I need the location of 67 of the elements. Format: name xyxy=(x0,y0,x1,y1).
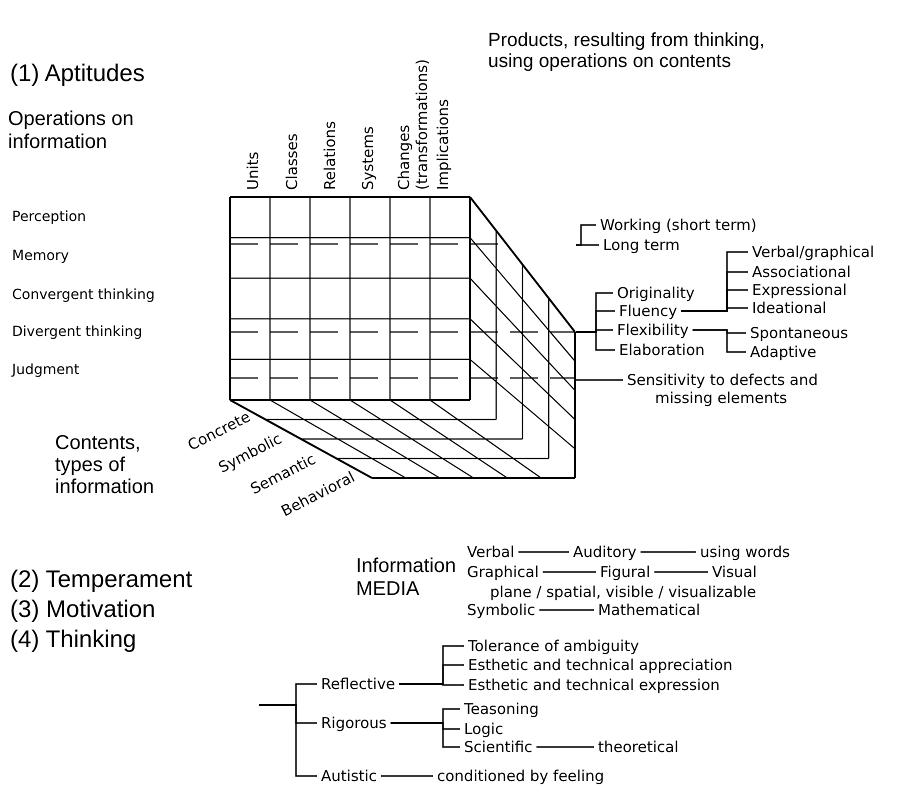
branch-line xyxy=(576,244,599,246)
column-label: Systems xyxy=(359,126,377,190)
note-text: plane / spatial, visible / visualizable xyxy=(490,583,756,601)
term-label: Graphical xyxy=(463,563,543,581)
axis-title: Operations on information xyxy=(8,108,135,154)
term-label: Spontaneous xyxy=(746,324,852,342)
branch-line xyxy=(640,551,696,553)
term-label: Scientific xyxy=(460,738,536,756)
term-label: Sensitivity to defects and missing elements xyxy=(623,371,848,407)
branch-line xyxy=(654,571,708,573)
column-label: Relations xyxy=(321,121,339,190)
term-label: Reflective xyxy=(317,675,400,693)
section-heading: (4) Thinking xyxy=(10,626,136,654)
axis-title: Contents, types of information xyxy=(55,432,155,498)
term-label: Verbal xyxy=(463,543,518,561)
column-label: Changes (transformations) xyxy=(395,58,431,190)
section-heading: (1) Aptitudes xyxy=(10,60,145,88)
term-label: Visual xyxy=(708,563,761,581)
row-label: Memory xyxy=(12,247,69,265)
section-heading: (2) Temperament xyxy=(10,566,192,594)
term-label: Originality xyxy=(613,284,699,302)
term-label: conditioned by feeling xyxy=(433,767,608,785)
branch-line xyxy=(399,683,464,686)
branch-line xyxy=(542,571,596,573)
row-label: Convergent thinking xyxy=(12,286,155,304)
row-label: Perception xyxy=(12,208,86,226)
term-label: Auditory xyxy=(569,543,641,561)
group-title: Information MEDIA xyxy=(356,555,458,601)
axis-title: Products, resulting from thinking, using operations on contents xyxy=(488,30,766,72)
branch-line xyxy=(380,775,433,777)
term-label: Rigorous xyxy=(317,714,391,732)
term-label: Fluency xyxy=(615,302,682,320)
term-label: Logic xyxy=(460,720,508,738)
term-label: Adaptive xyxy=(746,343,820,361)
branch-line xyxy=(536,746,594,748)
term-label: Symbolic xyxy=(463,601,540,619)
term-label: Esthetic and technical appreciation xyxy=(464,656,737,674)
term-label: Working (short term) xyxy=(596,216,761,234)
term-label: Ideational xyxy=(748,299,830,317)
row-label: Judgment xyxy=(12,361,80,379)
term-label: theoretical xyxy=(594,738,683,756)
section-heading: (3) Motivation xyxy=(10,596,156,624)
term-label: Tolerance of ambiguity xyxy=(464,637,643,655)
term-label: Mathematical xyxy=(594,601,704,619)
term-label: Long term xyxy=(599,236,684,254)
column-label: Units xyxy=(244,152,262,190)
term-label: Elaboration xyxy=(615,341,709,359)
term-label: using words xyxy=(696,543,794,561)
branch-line xyxy=(692,329,746,353)
term-label: Autistic xyxy=(317,767,381,785)
branch-line xyxy=(681,307,748,312)
row-label: Divergent thinking xyxy=(12,323,142,341)
column-label: Implications xyxy=(434,99,452,190)
term-label: Verbal/graphical xyxy=(748,243,878,261)
term-label: Figural xyxy=(596,563,654,581)
term-label: Associational xyxy=(748,263,855,281)
term-label: Teasoning xyxy=(460,700,543,718)
term-label: Flexibility xyxy=(613,321,693,339)
branch-line xyxy=(576,331,615,351)
term-label: Expressional xyxy=(748,281,851,299)
branch-line xyxy=(539,609,594,611)
column-label: Classes xyxy=(283,133,301,190)
branch-line xyxy=(259,704,317,777)
branch-line xyxy=(390,722,460,748)
term-label: Esthetic and technical expression xyxy=(464,676,724,694)
branch-line xyxy=(518,551,569,553)
branch-line xyxy=(576,379,623,381)
